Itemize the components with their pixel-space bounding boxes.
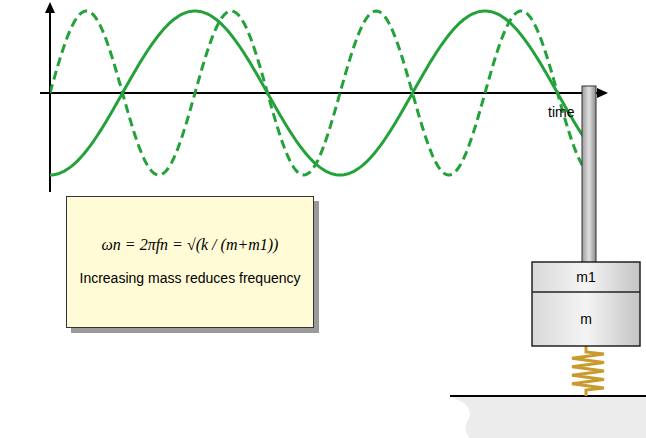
spring-coil	[572, 346, 604, 396]
x-arrowhead	[597, 88, 608, 98]
spring-symbol	[572, 346, 604, 396]
y-axis	[49, 8, 51, 192]
rod	[582, 86, 596, 264]
ground	[450, 396, 646, 438]
note-text: Increasing mass reduces frequency	[80, 270, 301, 288]
y-arrowhead	[45, 2, 55, 13]
mass-label-box: m1	[532, 262, 640, 292]
mass-divider	[532, 291, 640, 293]
formula: ωn = 2πfn = √(k / (m+m1))	[102, 236, 279, 254]
mass-label: m	[580, 311, 592, 327]
mass-label-box: m	[532, 292, 640, 346]
high-frequency-wave	[50, 11, 590, 175]
mass-label: m1	[576, 269, 595, 285]
mass-block	[532, 262, 640, 346]
low-frequency-wave	[50, 11, 590, 175]
axis-label: time	[548, 104, 574, 120]
ground-line	[450, 395, 646, 397]
formula-box: ωn = 2πfn = √(k / (m+m1)) Increasing mass…	[66, 196, 314, 328]
